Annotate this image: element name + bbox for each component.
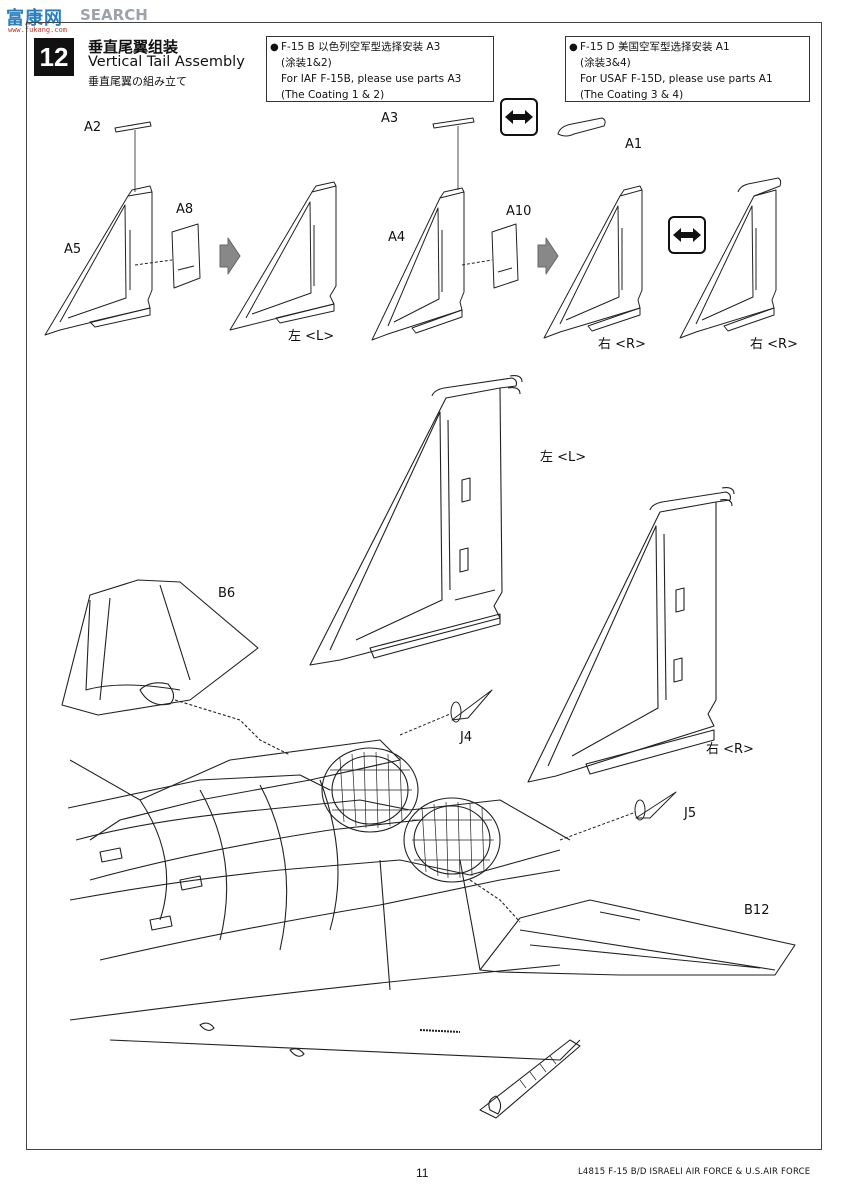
note-option-f15b: ● F-15 B 以色列空军型选择安装 A3 (涂装1&2) For IAF F… [266,36,494,102]
label-side-right-large: 右 <R> [706,742,754,757]
part-a8 [134,223,201,289]
note-option-f15d: ● F-15 D 美国空军型选择安装 A1 (涂装3&4) For USAF F… [565,36,810,102]
watermark-logo-cn: 富康网 [6,8,63,29]
swap-arrows-icon [500,98,538,136]
bullet-icon: ● [569,42,578,53]
step-title-jp: 垂直尾翼の組み立て [88,75,187,88]
note-line: For USAF F-15D, please use parts A1 [580,73,773,85]
note-line: For IAF F-15B, please use parts A3 [281,73,462,85]
note-line: F-15 D 美国空军型选择安装 A1 [580,41,730,53]
tail-right-a3 [543,185,643,339]
tail-right-a1 [679,177,782,339]
label-part-a8: A8 [176,202,194,217]
tail-a5 [44,185,153,336]
label-part-a2: A2 [84,120,102,135]
step-number-badge: 12 [34,38,74,76]
tail-left-large [309,375,523,666]
label-part-b6: B6 [218,586,236,601]
page-number: 11 [416,1166,429,1180]
note-line: F-15 B 以色列空军型选择安装 A3 [281,41,441,53]
note-line: (涂装1&2) [281,57,332,69]
label-side-right-alt: 右 <R> [750,337,798,352]
label-part-j4: J4 [460,730,473,745]
part-j4-cone [399,689,493,736]
watermark-url: www.fukang.com [8,26,68,34]
note-line: (涂装3&4) [580,57,631,69]
label-side-right: 右 <R> [598,337,646,352]
tail-left-assembled [229,181,337,331]
swap-arrows-icon [668,216,706,254]
label-part-a3: A3 [381,111,399,126]
label-side-left: 左 <L> [288,329,335,344]
label-side-left-large: 左 <L> [540,450,587,465]
part-a1-pod [557,117,606,137]
part-j5-cone [559,791,677,841]
part-a2-rod [114,121,152,192]
page-frame [26,22,822,1150]
step-title-cn: 垂直尾翼组装 [88,38,179,56]
part-a3-rod [432,117,475,190]
part-a10 [461,223,519,289]
label-part-j5: J5 [684,806,697,821]
part-b12 [469,879,796,976]
part-b6 [61,579,291,756]
fuselage-rear [67,739,581,1119]
footer-product-line: L4815 F-15 B/D ISRAELI AIR FORCE & U.S.A… [578,1167,811,1177]
label-part-a1: A1 [625,137,643,152]
note-line: (The Coating 1 & 2) [281,89,385,101]
tail-a4 [371,187,465,341]
label-part-a4: A4 [388,230,406,245]
label-part-a10: A10 [506,204,532,219]
bullet-icon: ● [270,42,279,53]
watermark-logo-en: SEARCH [80,6,148,24]
tail-right-large [527,487,735,783]
label-part-a5: A5 [64,242,82,257]
step-title-en: Vertical Tail Assembly [88,54,245,70]
note-line: (The Coating 3 & 4) [580,89,684,101]
label-part-b12: B12 [744,903,770,918]
